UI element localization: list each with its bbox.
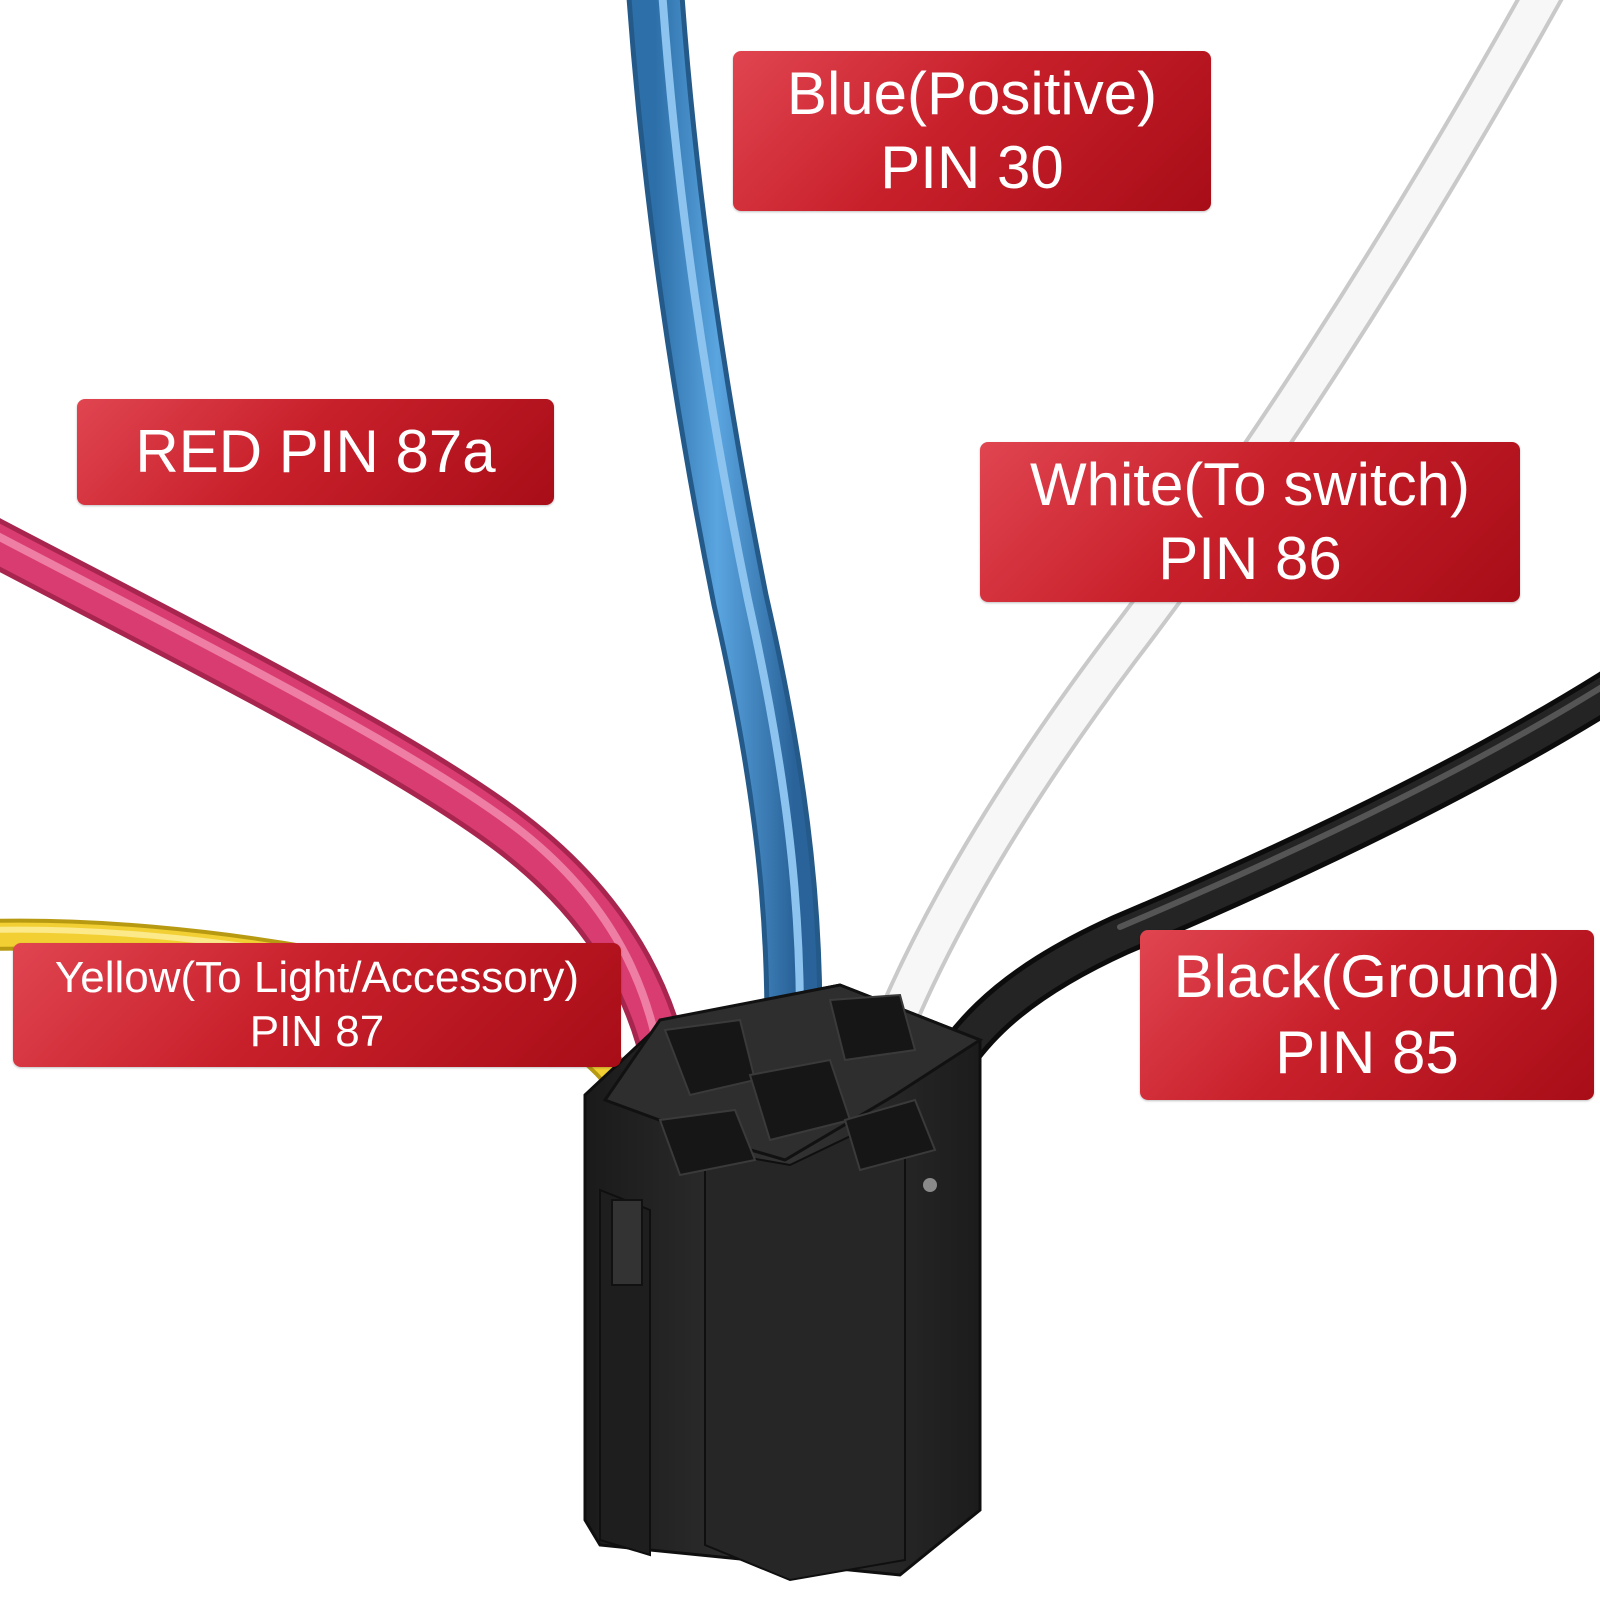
label-white-pin-86: White(To switch) PIN 86 <box>980 442 1520 602</box>
label-white-pin: PIN 86 <box>1158 525 1342 592</box>
red-wire <box>0 518 696 1124</box>
label-blue-pin-30: Blue(Positive) PIN 30 <box>733 51 1211 211</box>
relay-socket <box>583 983 984 1582</box>
label-black-pin-85: Black(Ground) PIN 85 <box>1140 930 1594 1100</box>
label-red-pin-87a: RED PIN 87a <box>77 399 554 505</box>
label-blue-pin: PIN 30 <box>880 134 1064 201</box>
label-white-title: White(To switch) <box>1029 451 1471 518</box>
label-black-pin: PIN 85 <box>1275 1019 1459 1086</box>
label-black-title: Black(Ground) <box>1173 943 1561 1010</box>
label-red-title: RED PIN 87a <box>135 418 496 485</box>
blue-wire <box>626 0 823 1169</box>
white-wire <box>854 0 1564 1096</box>
label-yellow-title: Yellow(To Light/Accessory) <box>54 953 580 1002</box>
label-blue-title: Blue(Positive) <box>786 60 1158 127</box>
label-yellow-pin: PIN 87 <box>249 1007 385 1056</box>
label-yellow-pin-87: Yellow(To Light/Accessory) PIN 87 <box>13 943 621 1067</box>
